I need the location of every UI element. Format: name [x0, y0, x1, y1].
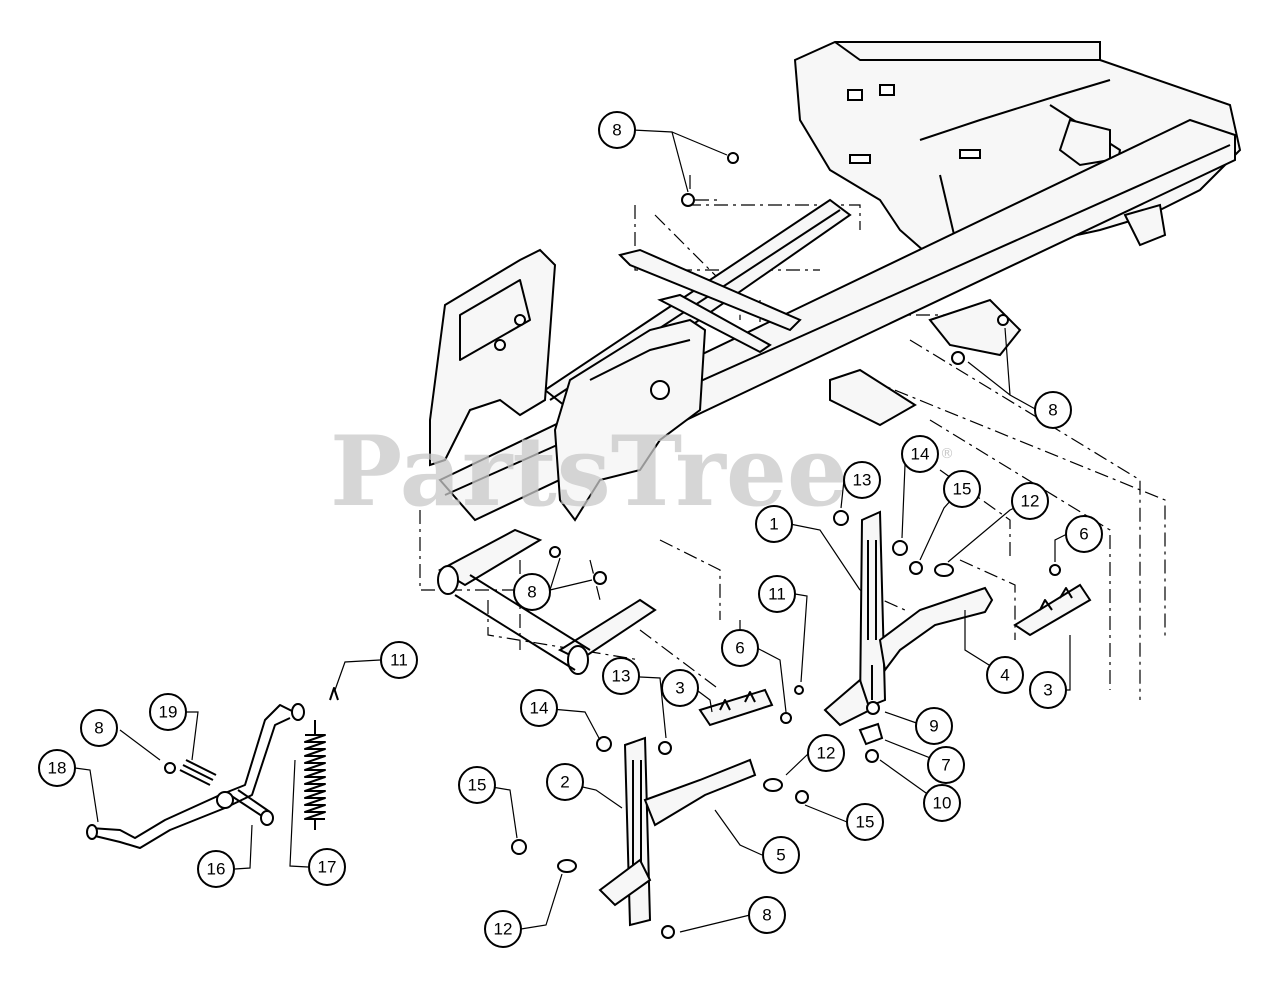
svg-text:14: 14	[530, 699, 549, 718]
callout-13: 13	[843, 461, 881, 499]
svg-text:8: 8	[527, 583, 536, 602]
svg-text:10: 10	[933, 794, 952, 813]
svg-text:15: 15	[468, 776, 487, 795]
callout-12: 12	[1011, 482, 1049, 520]
svg-text:5: 5	[776, 846, 785, 865]
callout-14: 14	[520, 689, 558, 727]
svg-text:6: 6	[735, 639, 744, 658]
svg-text:8: 8	[1048, 401, 1057, 420]
tractor-frame	[429, 41, 1242, 675]
bracket-3-right	[1013, 564, 1092, 637]
callout-8: 8	[80, 709, 118, 747]
svg-text:6: 6	[1079, 525, 1088, 544]
nut-icon	[997, 314, 1009, 326]
svg-text:18: 18	[48, 759, 67, 778]
callout-3: 3	[1029, 671, 1067, 709]
callout-8: 8	[598, 111, 636, 149]
svg-text:12: 12	[494, 920, 513, 939]
callout-4: 4	[986, 656, 1024, 694]
callout-15: 15	[846, 803, 884, 841]
frame-hardware	[549, 152, 1009, 585]
callout-5: 5	[762, 836, 800, 874]
callout-3: 3	[661, 669, 699, 707]
svg-text:17: 17	[318, 858, 337, 877]
callout-16: 16	[197, 850, 235, 888]
callout-2: 2	[546, 763, 584, 801]
callout-15: 15	[458, 766, 496, 804]
callout-14: 14	[901, 435, 939, 473]
nut-icon	[549, 546, 561, 558]
svg-text:11: 11	[390, 651, 408, 670]
svg-text:3: 3	[1043, 681, 1052, 700]
svg-text:9: 9	[929, 717, 938, 736]
callout-12: 12	[484, 910, 522, 948]
callout-11: 11	[380, 641, 418, 679]
svg-text:12: 12	[1021, 492, 1040, 511]
svg-text:13: 13	[612, 667, 631, 686]
svg-text:1: 1	[769, 515, 778, 534]
callout-8: 8	[513, 573, 551, 611]
svg-text:14: 14	[911, 445, 930, 464]
callout-group: 8 8 8 13 14 15 12 1 6 11 6 13 3 4 3 14 2…	[38, 111, 1103, 948]
svg-text:13: 13	[853, 471, 872, 490]
svg-text:19: 19	[159, 703, 178, 722]
callout-6: 6	[721, 629, 759, 667]
callout-12: 12	[807, 734, 845, 772]
nut-icon	[951, 351, 965, 365]
svg-text:15: 15	[856, 813, 875, 832]
partstree-watermark: PartsTree ®	[330, 415, 954, 528]
callout-17: 17	[308, 848, 346, 886]
nut-icon	[727, 152, 739, 164]
callout-13: 13	[602, 657, 640, 695]
callout-1: 1	[755, 505, 793, 543]
svg-text:12: 12	[817, 744, 836, 763]
svg-text:7: 7	[941, 756, 950, 775]
slotted-bracket-right	[823, 510, 994, 763]
svg-text:8: 8	[762, 906, 771, 925]
svg-text:2: 2	[560, 773, 569, 792]
nut-icon	[681, 193, 695, 207]
callout-8: 8	[748, 896, 786, 934]
svg-text:16: 16	[207, 860, 226, 879]
slotted-bracket-left	[511, 685, 809, 939]
registered-mark: ®	[940, 446, 954, 462]
svg-text:3: 3	[675, 679, 684, 698]
callout-8: 8	[1034, 391, 1072, 429]
callout-11: 11	[758, 575, 796, 613]
callout-10: 10	[923, 784, 961, 822]
phantom-lines	[419, 175, 1166, 700]
watermark-text: PartsTree	[330, 415, 848, 528]
svg-text:4: 4	[1000, 666, 1009, 685]
callout-9: 9	[915, 707, 953, 745]
callout-18: 18	[38, 749, 76, 787]
bracket-3-left	[698, 688, 774, 727]
nut-icon	[593, 571, 607, 585]
callout-6: 6	[1065, 515, 1103, 553]
callout-7: 7	[927, 746, 965, 784]
svg-text:8: 8	[94, 719, 103, 738]
callout-19: 19	[149, 693, 187, 731]
svg-text:11: 11	[768, 585, 786, 604]
pedal-assembly	[86, 687, 339, 849]
nut-icon	[833, 510, 849, 526]
svg-text:8: 8	[612, 121, 621, 140]
callout-15: 15	[943, 470, 981, 508]
svg-text:15: 15	[953, 480, 972, 499]
